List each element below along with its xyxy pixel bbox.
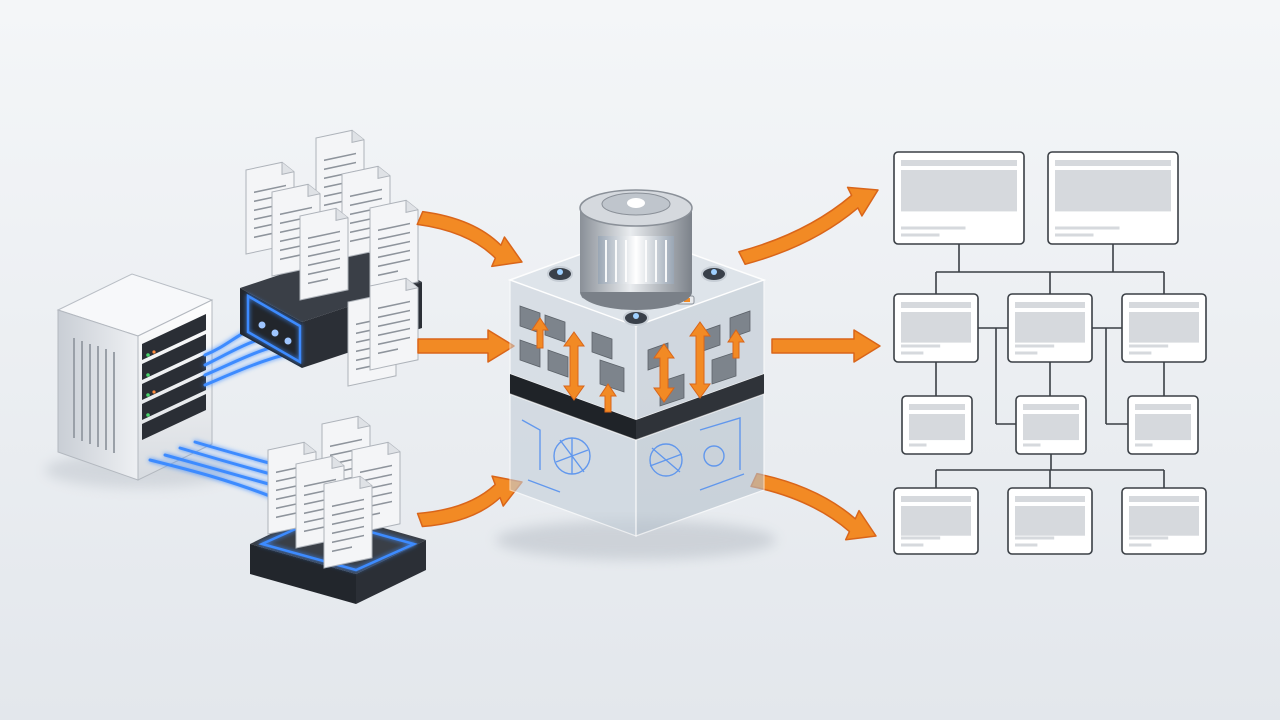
document-icon <box>369 277 419 371</box>
layout-panel-icon <box>1121 487 1207 555</box>
processor-core-icon <box>579 189 693 310</box>
layout-panel-icon <box>901 395 973 455</box>
layout-panel-icon <box>1007 487 1093 555</box>
arrow-right-icon <box>417 329 515 363</box>
arrow-right-icon <box>416 475 523 528</box>
output-hierarchy <box>893 151 1207 555</box>
arrow-right-icon <box>416 210 523 268</box>
cube-top-nodes <box>547 266 727 326</box>
document-icon <box>323 475 373 569</box>
arrow-right-icon <box>738 186 879 266</box>
cube-exchange-arrows <box>531 317 745 413</box>
layout-panel-icon <box>893 293 979 363</box>
document-stack <box>347 277 419 387</box>
arrow-right-icon <box>750 472 877 541</box>
hierarchy-connectors <box>935 244 1165 488</box>
cube-circuit-network <box>521 417 745 493</box>
flow-arrows <box>416 186 881 541</box>
layout-panel-icon <box>1121 293 1207 363</box>
layout-panel-icon <box>1047 151 1179 245</box>
layout-panel-icon <box>1127 395 1199 455</box>
layout-panel-icon <box>1007 293 1093 363</box>
server-rack-icon <box>45 273 235 488</box>
processing-cube-icon <box>496 189 776 560</box>
layout-panel-icon <box>893 487 979 555</box>
layout-panel-icon <box>1015 395 1087 455</box>
layout-panel-icon <box>893 151 1025 245</box>
arrow-right-icon <box>771 329 881 363</box>
document-stack <box>245 129 419 301</box>
document-icon <box>369 199 419 293</box>
document-stack <box>267 415 401 569</box>
server-rack-units <box>142 314 206 440</box>
document-icon <box>299 207 349 301</box>
document-groups <box>245 129 419 569</box>
